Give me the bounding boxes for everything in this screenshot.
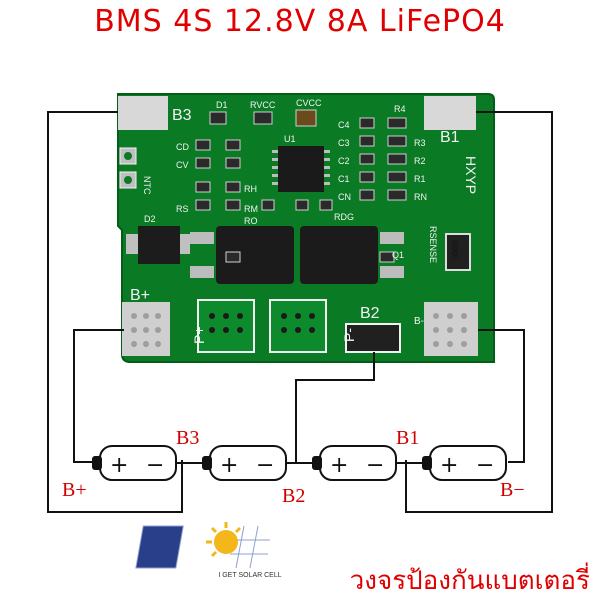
silk-rs: RS — [176, 204, 189, 214]
silk-c1: C1 — [338, 174, 350, 184]
battery-cell-2: + − — [312, 445, 397, 481]
silk-rm: RM — [244, 204, 258, 214]
silk-r005: R005 — [450, 240, 459, 260]
silk-r3: R3 — [414, 138, 426, 148]
thai-caption: วงจรป้องกันแบตเตอรี่ — [349, 566, 590, 596]
cell-plus-sign: + — [110, 453, 128, 478]
cell-minus-sign: − — [256, 453, 274, 478]
product-title: BMS 4S 12.8V 8A LiFePO4 — [94, 4, 506, 39]
cell-plus-sign: + — [440, 453, 458, 478]
silk-b1: B1 — [440, 129, 460, 146]
pad-pplus — [197, 299, 255, 353]
battery-cell-3: + − — [202, 445, 287, 481]
silk-b2: B2 — [360, 305, 380, 322]
logo-text: I GET SOLAR CELL — [218, 572, 282, 579]
cell-minus-sign: − — [476, 453, 494, 478]
silk-d2: D2 — [144, 214, 156, 224]
label-b3: B3 — [176, 427, 199, 449]
silk-ro: RO — [244, 216, 258, 226]
pad-pminus — [269, 299, 327, 353]
silk-r1: R1 — [414, 174, 426, 184]
cell-plus-sign: + — [330, 453, 348, 478]
battery-pack: + − + − + − + − — [92, 445, 507, 481]
pad-b2 — [345, 323, 401, 353]
silk-hxyp: HXYP — [463, 156, 479, 194]
silk-pminus: P- — [341, 328, 357, 342]
silk-rsense: RSENSE — [428, 226, 438, 263]
diode-d2 — [138, 226, 180, 264]
silk-rdg: RDG — [334, 212, 354, 222]
battery-cell-4: + − — [92, 445, 177, 481]
silk-r4: R4 — [394, 104, 406, 114]
silk-cd: CD — [176, 142, 189, 152]
cell-minus-sign: − — [366, 453, 384, 478]
label-b2: B2 — [282, 485, 305, 507]
pad-b1 — [424, 96, 476, 130]
label-bplus: B+ — [62, 479, 87, 501]
silk-cv: CV — [176, 160, 189, 170]
cell-plus-sign: + — [220, 453, 238, 478]
silk-pplus: P+ — [191, 326, 207, 344]
silk-ntc: NTC — [142, 176, 152, 195]
silk-c4: C4 — [338, 120, 350, 130]
silk-cvcc: CVCC — [296, 98, 322, 108]
sense-resistor — [445, 233, 471, 271]
silk-rvcc: RVCC — [250, 100, 276, 110]
label-bminus: B− — [500, 479, 525, 501]
silk-q1: Q1 — [392, 250, 404, 260]
silk-d1: D1 — [216, 100, 228, 110]
silk-r2: R2 — [414, 156, 426, 166]
ic-u1 — [278, 146, 324, 192]
mosfet-2 — [300, 226, 378, 284]
sun-solar-panel-icon — [135, 522, 270, 569]
wiring — [47, 111, 553, 513]
mosfet-1 — [216, 226, 294, 284]
silk-cn: CN — [338, 192, 351, 202]
silk-rn: RN — [414, 192, 427, 202]
pad-b3 — [118, 96, 168, 130]
silk-bminus: B- — [414, 316, 424, 327]
battery-cell-1: + − — [422, 445, 507, 481]
silk-rh: RH — [244, 184, 257, 194]
silk-bplus: B+ — [130, 287, 150, 304]
pcb-board: B3 B1 B+ B2 B- P+ P- D1 RVCC CVCC U1 R4 … — [117, 93, 495, 363]
cell-minus-sign: − — [146, 453, 164, 478]
silk-c2: C2 — [338, 156, 350, 166]
silk-c3: C3 — [338, 138, 350, 148]
silk-u1: U1 — [284, 134, 296, 144]
label-b1: B1 — [396, 427, 419, 449]
silk-b3: B3 — [172, 107, 192, 124]
